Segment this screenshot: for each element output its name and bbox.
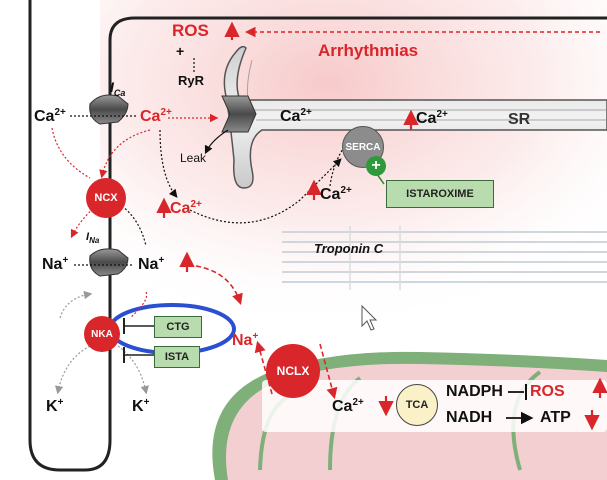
istaroxime-label: ISTAROXIME [406, 188, 474, 200]
nclx-exchanger: NCLX [266, 344, 320, 398]
k-intracellular-label: K+ [132, 397, 150, 416]
nka-pump: NKA [84, 316, 120, 352]
leak-label: Leak [180, 151, 207, 165]
nka-label: NKA [91, 328, 113, 340]
ca-sr-junction-label: Ca2+ [280, 107, 312, 126]
ina-channel [89, 248, 129, 277]
arrhythmias-label: Arrhythmias [318, 41, 419, 60]
ca-mito-label: Ca2+ [332, 397, 364, 416]
ctg-box: CTG [154, 316, 202, 338]
na-mito-label: Na+ [232, 331, 259, 350]
atp-label: ATP [540, 409, 571, 426]
cell-membrane [28, 0, 607, 472]
ca-cytosol-right-label: Ca2+ [320, 185, 352, 204]
ros-top-label: ROS [172, 21, 209, 40]
ncx-label: NCX [94, 192, 118, 204]
ica-label: ICa [110, 79, 126, 98]
tca-cycle: TCA [396, 384, 438, 426]
troponin-label: Troponin C [314, 241, 384, 256]
na-intracellular-label: Na+ [138, 255, 165, 274]
ca-intracellular-label: Ca2+ [140, 107, 172, 126]
ca-extracellular-label: Ca2+ [34, 107, 66, 126]
serca-activation-icon: + [366, 156, 386, 176]
nadh-label: NADH [446, 409, 493, 426]
ros-mito-label: ROS [530, 383, 565, 400]
serca-label: SERCA [345, 141, 381, 153]
ctg-label: CTG [166, 321, 190, 333]
nadph-label: NADPH [446, 383, 503, 400]
istaroxime-box: ISTAROXIME [386, 180, 494, 208]
sr-label: SR [508, 111, 531, 128]
ina-label: INa [86, 231, 100, 246]
myofilament-stripes [282, 226, 607, 290]
ryr-channel [221, 95, 257, 133]
k-extracellular-label: K+ [46, 397, 64, 416]
ncx-exchanger: NCX [86, 178, 126, 218]
flow-arrows [51, 21, 607, 431]
ca-sr-label: Ca2+ [416, 109, 448, 128]
tca-label: TCA [405, 399, 429, 411]
ryr-label: RyR [178, 73, 205, 88]
ista-label: ISTA [164, 351, 190, 363]
ica-channel [89, 94, 129, 125]
plus-label: + [176, 43, 185, 59]
ca-cytosol-left-label: Ca2+ [170, 199, 202, 218]
mouse-cursor-icon [361, 304, 378, 331]
ista-box: ISTA [154, 346, 200, 368]
nclx-label: NCLX [276, 364, 310, 378]
na-extracellular-label: Na+ [42, 255, 69, 274]
